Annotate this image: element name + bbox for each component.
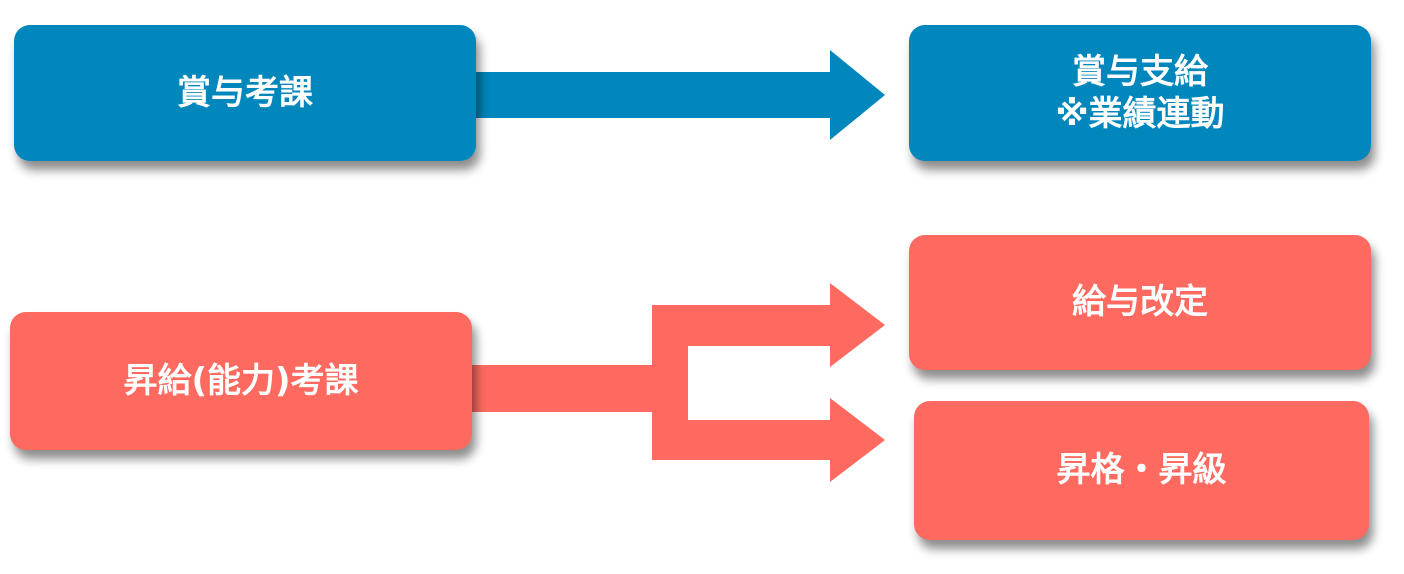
arrow-raise-eval-to-promotion bbox=[652, 365, 885, 482]
arrow-bonus-eval-to-bonus-payment bbox=[470, 50, 885, 140]
node-bonus-payment: 賞与支給 ※業績連動 bbox=[909, 25, 1371, 161]
node-raise-eval-label: 昇給(能力)考課 bbox=[123, 360, 359, 401]
arrow-raise-eval-stem bbox=[465, 365, 652, 412]
node-raise-eval: 昇給(能力)考課 bbox=[10, 312, 472, 450]
arrow-raise-eval-to-salary-revision bbox=[652, 283, 885, 412]
node-bonus-eval-label: 賞与考課 bbox=[177, 72, 313, 113]
node-bonus-eval: 賞与考課 bbox=[14, 25, 476, 161]
node-promotion-label: 昇格・昇級 bbox=[1056, 450, 1227, 491]
node-bonus-payment-line2: ※業績連動 bbox=[1055, 94, 1225, 134]
node-bonus-payment-line1: 賞与支給 bbox=[1072, 51, 1208, 92]
node-salary-revision-label: 給与改定 bbox=[1072, 282, 1208, 323]
node-promotion: 昇格・昇級 bbox=[914, 401, 1369, 540]
node-salary-revision: 給与改定 bbox=[909, 235, 1371, 370]
